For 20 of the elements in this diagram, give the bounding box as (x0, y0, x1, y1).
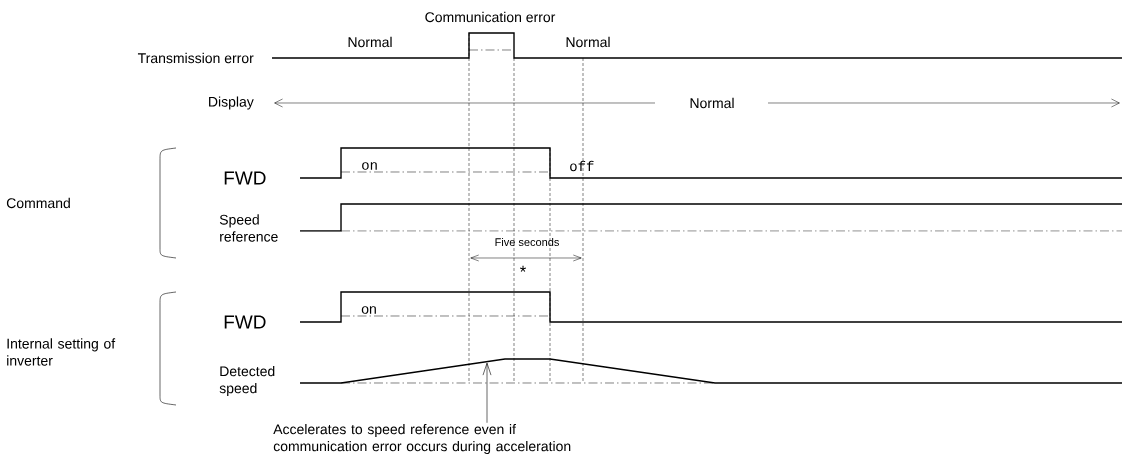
speed-curve (299, 358, 1122, 384)
signal-label: FWD (224, 171, 266, 185)
state-label: on (362, 162, 377, 170)
group-label: Internal setting of inverter (7, 338, 116, 366)
dimension-label: Five seconds (495, 237, 559, 247)
leader-arrow (482, 362, 492, 424)
state-label: off (570, 160, 594, 172)
signal-label: Speed reference (219, 214, 278, 242)
state-label: Normal (348, 36, 392, 48)
state-label: on (361, 306, 376, 314)
signal-label: Display (209, 96, 254, 110)
state-label: Normal (566, 36, 610, 48)
signal-label: Detected speed (219, 365, 275, 396)
signal-label: FWD (224, 315, 266, 329)
state-label: Communication error (425, 11, 556, 23)
signal-label: Transmission error (137, 52, 254, 64)
asterisk-mark: * (519, 265, 527, 272)
group-label: Command (6, 197, 70, 209)
callout-text: Accelerates to speed reference even if communication error occurs during acceleration (273, 423, 571, 454)
state-label: Normal (690, 97, 734, 109)
